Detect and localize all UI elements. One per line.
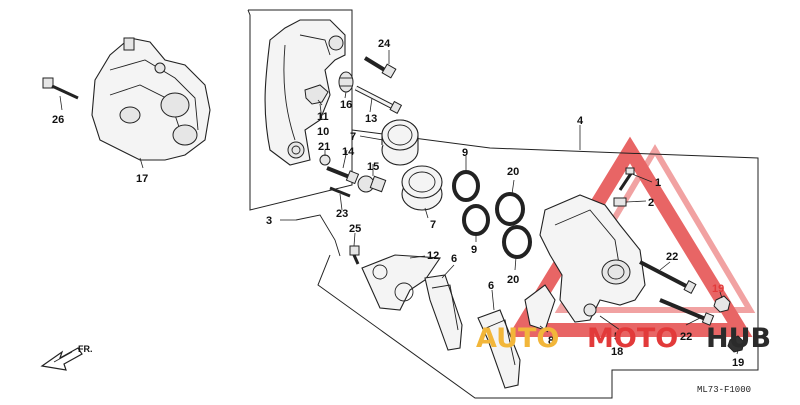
front-direction-arrow: FR. [40,344,93,371]
label-4: 4 [577,115,584,127]
caliper-assembly-17 [91,37,211,161]
label-20-upper: 20 [507,166,519,178]
seal-20-lower [502,225,532,259]
part-labels: 24 16 13 11 10 7 21 14 15 23 7 9 9 20 20… [52,38,744,369]
pin-13 [354,85,403,114]
watermark-moto: MOTO [587,323,678,354]
bolt-24 [363,56,397,79]
label-7-upper: 7 [350,131,356,143]
seal-20-upper [495,192,525,226]
pad-retainer-8 [524,284,556,331]
watermark-logo: AUTO MOTO HUB [476,323,771,354]
assembly-frame [247,9,353,211]
brake-pad-lower [477,309,521,389]
shim-plate-12 [361,254,441,311]
front-direction-label: FR. [78,344,93,354]
bolt-15 [357,175,387,193]
seal-9-upper [452,170,480,202]
brake-pad-upper [424,274,463,351]
label-14: 14 [342,146,355,158]
label-16: 16 [340,99,352,111]
label-17: 17 [136,173,148,185]
main-frame [317,129,759,399]
pin-22-lower [659,298,715,326]
bolt-25 [349,245,360,265]
label-5: 5 [614,331,620,343]
pad-spring-clip [304,84,329,105]
leader-lines [59,50,739,355]
label-22-lower: 22 [680,331,692,343]
bleeder-screw [618,167,635,191]
label-6-upper: 6 [451,253,457,265]
seal-9-lower [462,204,490,236]
label-19-upper: 19 [712,283,724,295]
label-23: 23 [336,208,348,220]
label-12: 12 [427,250,439,262]
diagram-code: ML73-F1000 [697,385,751,395]
pin-22-upper [639,260,697,294]
caliper-body [539,194,646,323]
label-1: 1 [655,177,661,189]
piston-upper [381,119,419,166]
label-11: 11 [317,111,329,123]
cap-19-lower [727,335,745,353]
label-10: 10 [317,126,329,138]
label-24: 24 [378,38,391,50]
label-2: 2 [648,197,654,209]
watermark-auto: AUTO [476,323,559,354]
label-7-lower: 7 [430,219,436,231]
bolt-26 [42,77,79,100]
boot-16 [338,71,354,93]
label-9-upper: 9 [462,147,468,159]
bleeder-cap [613,197,627,207]
pad-spring-3 [295,214,341,257]
label-21: 21 [318,141,330,153]
piston-lower [401,165,443,211]
label-9-lower: 9 [471,244,477,256]
label-19-lower: 19 [732,357,744,369]
pin-14 [326,166,360,185]
label-3: 3 [266,215,272,227]
watermark-hub: HUB [706,323,771,354]
label-25: 25 [349,223,361,235]
label-18: 18 [611,346,623,358]
label-8: 8 [548,335,554,347]
label-15: 15 [367,161,379,173]
label-6-lower: 6 [488,280,494,292]
label-22-upper: 22 [666,251,678,263]
washer-21 [319,154,331,166]
cap-19-upper [713,295,731,313]
label-26: 26 [52,114,64,126]
label-20-lower: 20 [507,274,519,286]
bolt-23 [329,186,351,198]
label-13: 13 [365,113,377,125]
